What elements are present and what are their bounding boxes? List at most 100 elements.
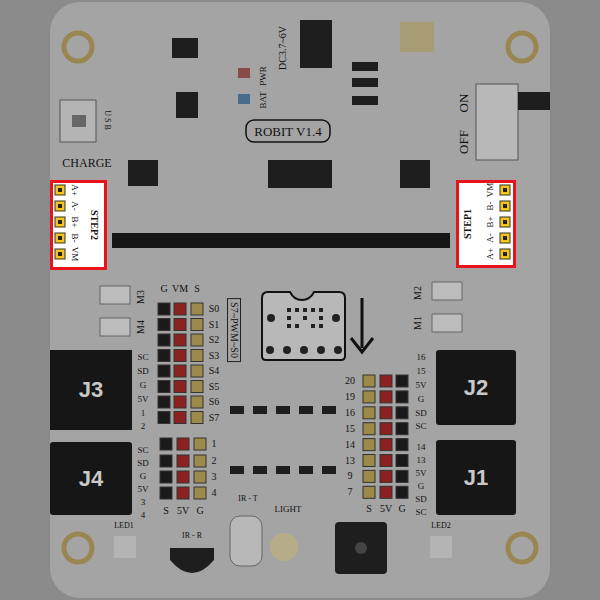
pin-hole xyxy=(58,204,62,208)
header-pin xyxy=(363,391,375,403)
board-label: S7 xyxy=(209,413,220,423)
motor-connector xyxy=(100,318,130,336)
header-pin xyxy=(177,438,189,450)
board-label: 5V xyxy=(416,381,427,390)
microbit-slot xyxy=(112,233,450,248)
header-pin xyxy=(158,381,170,393)
board-label: PWR xyxy=(259,66,268,86)
board-label: 13 xyxy=(345,456,355,466)
board-label: SD xyxy=(415,495,427,504)
led-blue xyxy=(238,94,250,104)
pin-hole xyxy=(58,236,62,240)
light-sensor xyxy=(270,533,298,561)
board-label: S4 xyxy=(209,366,220,376)
board-label: OFF xyxy=(457,130,470,154)
header-pin xyxy=(363,423,375,435)
board-label: CHARGE xyxy=(62,157,111,169)
board-label: SC xyxy=(137,353,148,362)
header-pin xyxy=(160,438,172,450)
header-pin xyxy=(174,350,186,362)
port-block: J4 xyxy=(50,442,132,515)
chip xyxy=(128,160,158,186)
header-pin xyxy=(396,391,408,403)
switch-lever xyxy=(518,92,550,110)
led-dot xyxy=(287,316,291,320)
header-pin xyxy=(160,471,172,483)
button xyxy=(267,314,275,322)
regulator-chip xyxy=(172,38,198,58)
header-pin xyxy=(363,375,375,387)
board-label: 14 xyxy=(345,440,355,450)
led-dot xyxy=(295,324,299,328)
pin-name: B- xyxy=(70,234,79,243)
header-pin xyxy=(396,486,408,498)
header-pin xyxy=(396,439,408,451)
smd-part xyxy=(299,406,313,414)
header-pin xyxy=(158,350,170,362)
stepper-pin xyxy=(55,217,65,227)
header-pin xyxy=(380,391,392,403)
board-label: LED1 xyxy=(114,522,134,530)
header-pin xyxy=(177,487,189,499)
mounting-hole xyxy=(508,33,536,61)
motor-connector xyxy=(100,286,130,304)
small-chips xyxy=(230,406,336,474)
header-pin xyxy=(380,470,392,482)
stepper-pin xyxy=(55,233,65,243)
pad xyxy=(266,346,274,354)
mounting-hole xyxy=(64,33,92,61)
board-label: IR - T xyxy=(238,495,257,503)
header-pin xyxy=(194,471,206,483)
pin-name: B- xyxy=(486,202,495,211)
title-outline xyxy=(246,120,330,142)
header-pin xyxy=(380,423,392,435)
led-dot xyxy=(303,308,307,312)
pad xyxy=(317,346,325,354)
pin-hole xyxy=(503,252,507,256)
board-label: 1 xyxy=(212,439,217,449)
header-pin xyxy=(380,486,392,498)
header-pin xyxy=(396,423,408,435)
port-block: J3 xyxy=(50,350,132,430)
direction-arrow xyxy=(361,298,364,348)
header-pin xyxy=(396,470,408,482)
smd-part xyxy=(276,466,290,474)
header-pin xyxy=(194,455,206,467)
j-port-bg xyxy=(50,350,132,430)
header-pin xyxy=(396,375,408,387)
board-label: S0 xyxy=(209,304,220,314)
board-label: G xyxy=(418,395,425,404)
header-pin xyxy=(380,439,392,451)
header-pin xyxy=(396,407,408,419)
board-label: G xyxy=(140,472,147,481)
power-switch xyxy=(476,84,518,160)
header-title: STEP1 xyxy=(463,209,473,239)
board-label: M3 xyxy=(136,290,146,304)
stepper-pin xyxy=(500,233,510,243)
board-label: S5 xyxy=(209,382,220,392)
resistor xyxy=(352,96,378,105)
resistor xyxy=(352,78,378,87)
board-label: 1 xyxy=(141,409,146,418)
board-label: DC3.7~6V xyxy=(278,26,288,70)
board-label: 3 xyxy=(212,472,217,482)
port-block: J2 xyxy=(436,350,516,425)
header-pin xyxy=(191,396,203,408)
header-pin xyxy=(363,407,375,419)
header-pin xyxy=(158,303,170,315)
port-name: J1 xyxy=(464,465,488,491)
led-dot xyxy=(287,308,291,312)
board-label: SC xyxy=(415,422,426,431)
chip xyxy=(400,160,430,188)
pin-hole xyxy=(503,188,507,192)
board-label: U S B xyxy=(103,110,111,130)
board-label: 5V xyxy=(138,485,149,494)
board-label: 15 xyxy=(345,424,355,434)
header-pin xyxy=(191,334,203,346)
board-label: G xyxy=(398,504,405,514)
header-pin xyxy=(363,455,375,467)
board-label: 9 xyxy=(348,471,353,481)
board-label: S xyxy=(163,506,169,516)
board-label: 16 xyxy=(417,353,426,362)
board-label: LED2 xyxy=(431,522,451,530)
